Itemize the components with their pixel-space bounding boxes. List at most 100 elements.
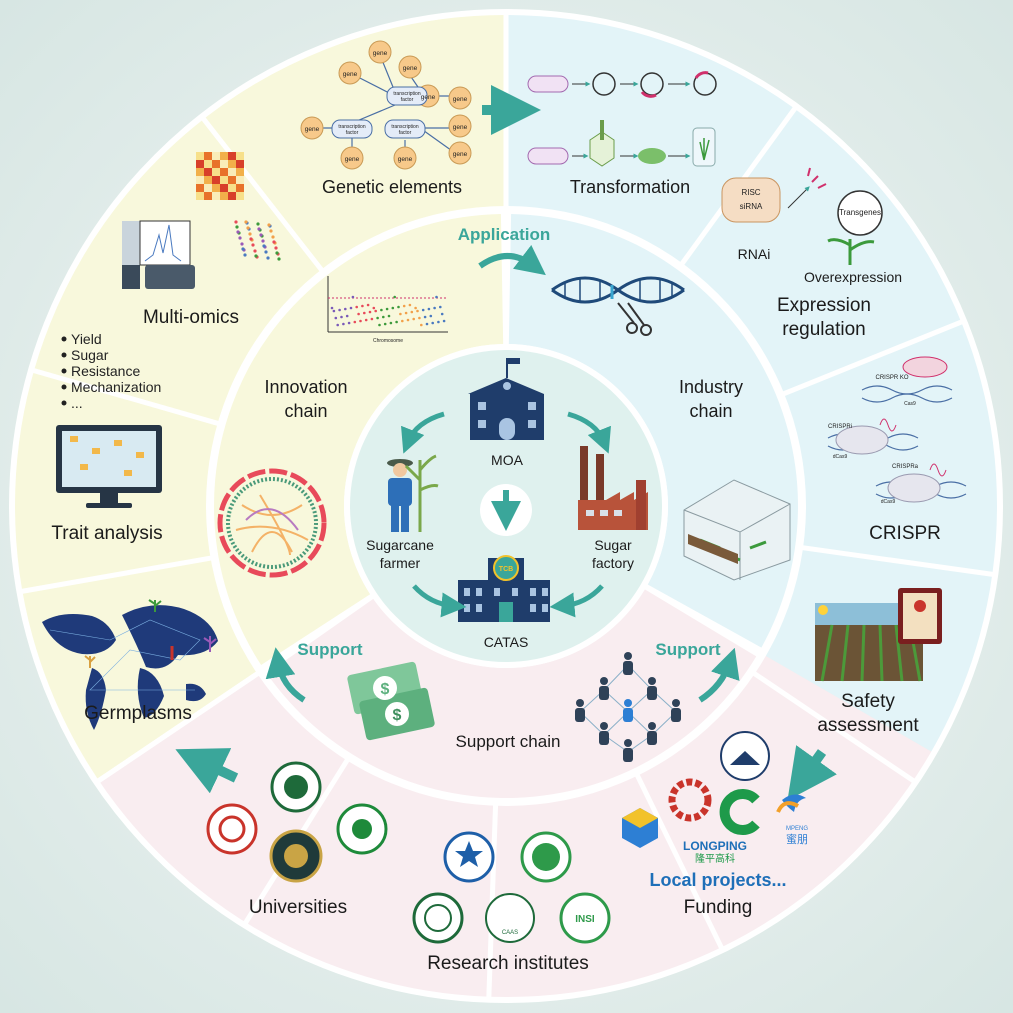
gene-label: gene [453,96,468,103]
university-logos [206,761,388,883]
tf-label: factor [399,130,412,136]
manhattan-dot [338,308,341,312]
certificate-icon [898,588,942,644]
manhattan-dot [431,321,435,325]
omics-plots-icon [122,220,281,289]
universities-label: Universities [249,897,347,918]
industry-chain-label: chain [689,401,732,421]
risc-label: RISC [741,188,760,197]
manhattan-dot [383,322,387,326]
manhattan-dot [330,306,334,310]
segment-divider [749,669,919,786]
world-map-icon [42,599,218,730]
dna-scissors-icon [551,276,685,336]
caas-text: CAAS [502,930,518,936]
heatmap-cell [220,160,228,168]
manhattan-dot [355,305,359,309]
funding-logos: MPENG 蜜朋 LONGPING 隆平高科 [622,731,808,865]
person-icon [623,739,633,762]
scatter-dot [249,237,253,241]
scatter-dot [244,220,248,224]
transformation-process-icon [527,71,717,167]
manhattan-dot [368,310,372,314]
manhattan-dot [397,305,400,309]
heatmap-cell [236,168,244,176]
heatmap-cell [196,152,204,160]
heatmap-cell [212,192,220,200]
svg-text:$: $ [381,681,390,698]
transgenes-label: Transgenes [839,208,881,217]
longping-text: LONGPING [683,839,747,853]
crispr-schematic-icon: CRISPR KO Cas9 CRISPRi dCas9 CRISPRa dCa… [827,356,967,505]
scatter-dot [246,226,250,230]
scatter-dot [272,240,276,244]
trait-list: Yield Sugar Resistance Mechanization ... [61,331,161,411]
manhattan-dot [353,320,357,324]
person-icon [671,699,681,722]
scatter-dot [238,236,242,240]
heatmap-cell [196,176,204,184]
manhattan-dot [404,311,408,315]
sirna-label: siRNA [740,202,763,211]
manhattan-dot [342,322,345,326]
scatter-dot [240,242,244,246]
institute-logo-icon [412,892,464,944]
heatmap-cell [236,176,244,184]
manhattan-dot [391,306,395,310]
scatter-dot [251,243,255,247]
support-left-label: Support [297,640,362,659]
scatter-dot [241,247,245,251]
manhattan-dot [427,307,431,311]
catas-building-icon: TCB [458,555,550,622]
heatmap-cell [220,184,228,192]
arrow-icon [478,244,546,276]
scatter-dot [234,220,238,224]
manhattan-dot [370,317,374,321]
segment-divider [198,113,326,275]
scatter-dot [262,244,266,248]
transgene-plant-icon: Transgenes [827,190,883,265]
manhattan-dot [433,306,436,310]
innovation-middle-sector [213,214,504,666]
trait-item: Sugar [71,347,109,363]
transformation-label: Transformation [570,177,690,197]
scatter-dot [243,253,247,257]
arrow-icon [265,647,306,703]
tf-label: factor [346,130,359,136]
scatter-dot [277,257,281,261]
insi-text: INSI [575,914,595,925]
heatmap-cell [196,184,204,192]
overexpression-label: Overexpression [804,269,902,285]
monitor-icon [56,425,162,508]
tf-label: transcription [393,91,420,97]
segment-divider [779,317,967,398]
factory-icon [578,446,648,530]
crispra-label: CRISPRa [892,464,919,470]
gene-label: gene [453,151,468,158]
manhattan-dot [399,312,402,316]
manhattan-dot [429,314,433,318]
manhattan-dot [349,306,353,310]
expression-regulation-label: Expression [777,295,871,316]
svg-text:$: $ [393,707,402,724]
gene-label: gene [421,94,436,101]
funding-label: Funding [684,897,753,918]
manhattan-dot [418,316,421,320]
multi-omics-label: Multi-omics [143,307,239,328]
crispr-ko-label: CRISPR KO [875,375,908,381]
manhattan-dot [406,318,410,322]
manhattan-dot [410,310,414,314]
person-icon [623,699,633,722]
manhattan-dot [389,321,393,325]
heatmap-cell [196,168,204,176]
genetic-elements-label: Genetic elements [322,177,462,197]
manhattan-dot [336,323,340,327]
manhattan-dot [359,319,362,323]
university-logo-icon [206,803,258,855]
manhattan-dot [395,320,398,324]
heatmap-cell [212,184,220,192]
gene-label: gene [343,71,358,78]
farmer-icon [387,454,439,532]
heatmap-cell [196,192,204,200]
